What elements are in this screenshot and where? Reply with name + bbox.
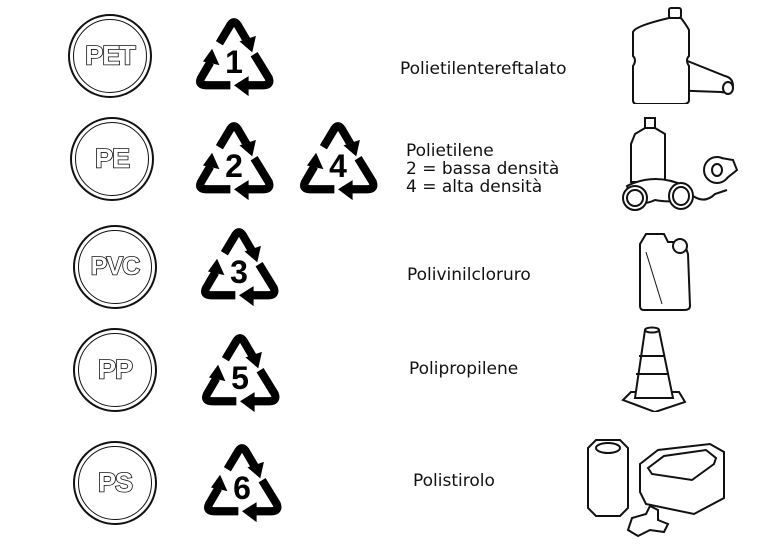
label-line: Polistirolo <box>413 471 495 491</box>
badge-abbr: PVC <box>90 252 141 282</box>
pp-badge: PP <box>73 328 157 412</box>
jerrycan-icon <box>636 232 696 312</box>
badge-abbr: PP <box>97 354 134 386</box>
material-label: Polietilene 2 = bassa densità 4 = alta d… <box>406 142 559 196</box>
resin-code: 6 <box>233 470 251 506</box>
resin-code: 5 <box>231 360 249 396</box>
label-line: Polietilentereftalato <box>400 59 567 79</box>
badge-abbr: PS <box>97 467 134 499</box>
label-line: Polipropilene <box>409 359 519 379</box>
ps-badge: PS <box>73 441 157 525</box>
resin-code: 1 <box>225 44 243 80</box>
recycle-triangle-icon: 3 <box>193 224 285 308</box>
recycle-triangle-icon: 1 <box>188 14 280 98</box>
label-line: 2 = bassa densità <box>406 159 560 179</box>
material-label: Polipropilene <box>409 360 518 378</box>
resin-code: 2 <box>225 148 243 184</box>
pe-badge: PE <box>70 117 154 201</box>
material-label: Polivinilcloruro <box>407 266 531 284</box>
resin-code: 4 <box>329 148 347 184</box>
recycle-triangle-icon: 4 <box>292 118 384 202</box>
traffic-cone-icon <box>621 326 687 412</box>
recycle-triangle-icon: 6 <box>196 440 288 524</box>
recycle-triangle-icon: 2 <box>188 118 280 202</box>
label-line: Polivinilcloruro <box>407 265 531 285</box>
label-line: Polietilene <box>406 141 494 161</box>
pvc-badge: PVC <box>73 225 157 309</box>
resin-code: 3 <box>230 254 248 290</box>
polystyrene-packaging-icon <box>582 434 742 540</box>
material-label: Polietilentereftalato <box>400 60 566 78</box>
material-label: Polistirolo <box>413 472 495 490</box>
canister-pipe-tape-icon <box>615 114 750 214</box>
badge-abbr: PET <box>84 40 136 72</box>
bottles-icon <box>625 4 740 104</box>
recycle-triangle-icon: 5 <box>194 330 286 414</box>
pet-badge: PET <box>68 14 152 98</box>
badge-abbr: PE <box>94 143 131 175</box>
label-line: 4 = alta densità <box>406 177 543 197</box>
